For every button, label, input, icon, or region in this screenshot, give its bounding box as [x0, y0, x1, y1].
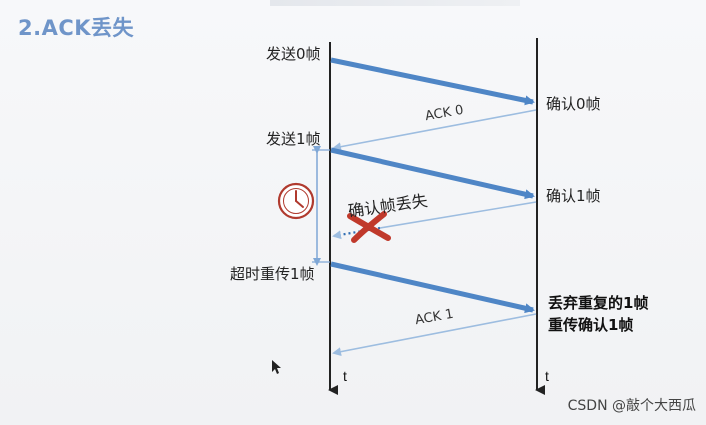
discard-duplicate-label: 丢弃重复的1帧 — [548, 294, 649, 312]
top-strip — [270, 0, 520, 6]
frame-0-arrow — [330, 57, 535, 106]
watermark: CSDN @敲个大西瓜 — [567, 398, 696, 414]
receiver-time-label: t — [545, 368, 549, 384]
send-frame-0-label: 发送0帧 — [266, 45, 321, 63]
ack-1-arrow — [332, 313, 537, 357]
frame-1-arrow — [330, 147, 535, 200]
page-title: 2.ACK丢失 — [18, 16, 135, 40]
confirm-frame-0-label: 确认0帧 — [546, 95, 601, 113]
ack-0-arrow — [332, 109, 537, 152]
mouse-cursor-icon — [272, 360, 281, 374]
timer-clock-icon — [277, 182, 315, 220]
send-frame-1-label: 发送1帧 — [266, 130, 321, 148]
reconfirm-label: 重传确认1帧 — [548, 316, 634, 334]
timeout-resend-label: 超时重传1帧 — [230, 265, 315, 283]
sender-time-label: t — [343, 368, 347, 384]
confirm-frame-1-label: 确认1帧 — [546, 187, 601, 205]
resend-frame-1-arrow — [330, 261, 535, 314]
lost-ack-arrow — [379, 201, 537, 229]
lost-cross-icon — [347, 211, 391, 243]
